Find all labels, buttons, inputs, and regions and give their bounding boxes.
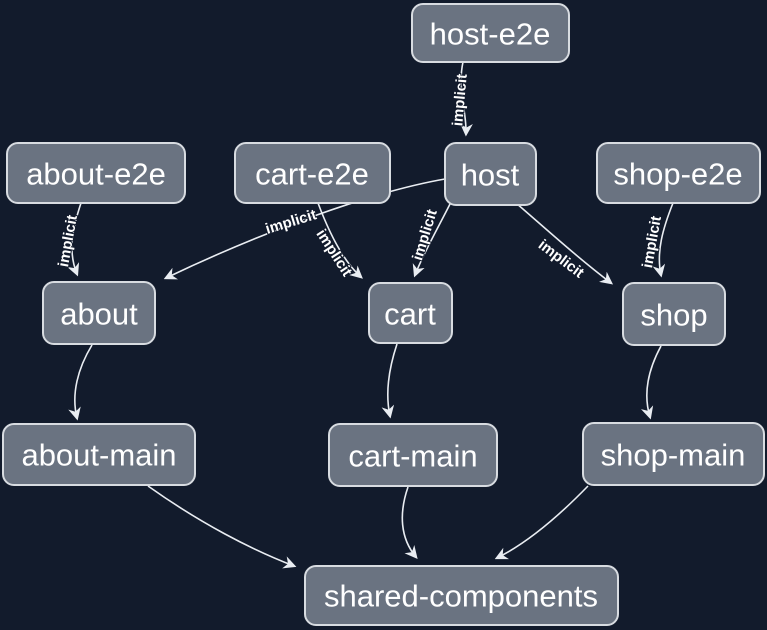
edge-label-about-e2e-about: implicit <box>55 214 81 269</box>
edge-shop-shop-main[interactable] <box>640 345 662 420</box>
node-about-e2e[interactable]: about-e2e <box>6 142 186 204</box>
edge-label-host-cart: implicit <box>409 207 441 262</box>
edge-host-about[interactable] <box>163 178 446 280</box>
nodes-layer: host-e2e about-e2e cart-e2e host shop-e2… <box>2 3 765 626</box>
edge-about-about-main[interactable] <box>68 344 93 421</box>
edge-cart-main-shared-components[interactable] <box>401 486 418 559</box>
edge-host-shop[interactable] <box>515 202 614 285</box>
node-about-main[interactable]: about-main <box>2 423 196 486</box>
node-label-about-e2e: about-e2e <box>26 157 166 192</box>
edge-label-host-about: implicit <box>263 206 318 238</box>
node-label-cart-e2e: cart-e2e <box>255 157 369 192</box>
edge-label-host-shop: implicit <box>535 236 587 281</box>
node-label-shop-main: shop-main <box>601 438 746 473</box>
node-about[interactable]: about <box>42 281 156 345</box>
node-shop-e2e[interactable]: shop-e2e <box>596 142 761 204</box>
edge-about-e2e-about[interactable] <box>67 202 82 277</box>
edge-shop-main-shared-components[interactable] <box>494 485 589 560</box>
node-host-e2e[interactable]: host-e2e <box>411 3 570 63</box>
node-label-host: host <box>461 158 520 193</box>
edge-about-main-shared-components[interactable] <box>147 485 297 569</box>
edge-cart-e2e-cart[interactable] <box>317 202 363 279</box>
node-label-shop: shop <box>640 298 707 333</box>
edge-shop-e2e-shop[interactable] <box>652 202 674 278</box>
node-shop-main[interactable]: shop-main <box>582 422 765 486</box>
edge-cart-cart-main[interactable] <box>381 343 398 419</box>
node-label-shop-e2e: shop-e2e <box>613 157 742 192</box>
node-cart-e2e[interactable]: cart-e2e <box>234 142 391 204</box>
node-label-shared-components: shared-components <box>324 579 598 614</box>
edge-label-cart-e2e-cart: implicit <box>313 226 356 279</box>
edges-layer <box>67 61 674 569</box>
edge-label-host-e2e-host: implicit <box>449 73 471 127</box>
node-cart-main[interactable]: cart-main <box>328 423 498 487</box>
node-shop[interactable]: shop <box>622 282 726 346</box>
node-label-about-main: about-main <box>21 438 176 473</box>
node-label-cart-main: cart-main <box>348 439 477 474</box>
node-host[interactable]: host <box>444 142 537 206</box>
node-label-about: about <box>60 297 138 332</box>
edge-host-cart[interactable] <box>412 203 451 278</box>
node-cart[interactable]: cart <box>368 282 453 344</box>
node-shared-components[interactable]: shared-components <box>304 565 619 626</box>
node-label-cart: cart <box>384 297 436 332</box>
edge-host-e2e-host[interactable] <box>460 61 473 137</box>
node-label-host-e2e: host-e2e <box>430 17 551 52</box>
